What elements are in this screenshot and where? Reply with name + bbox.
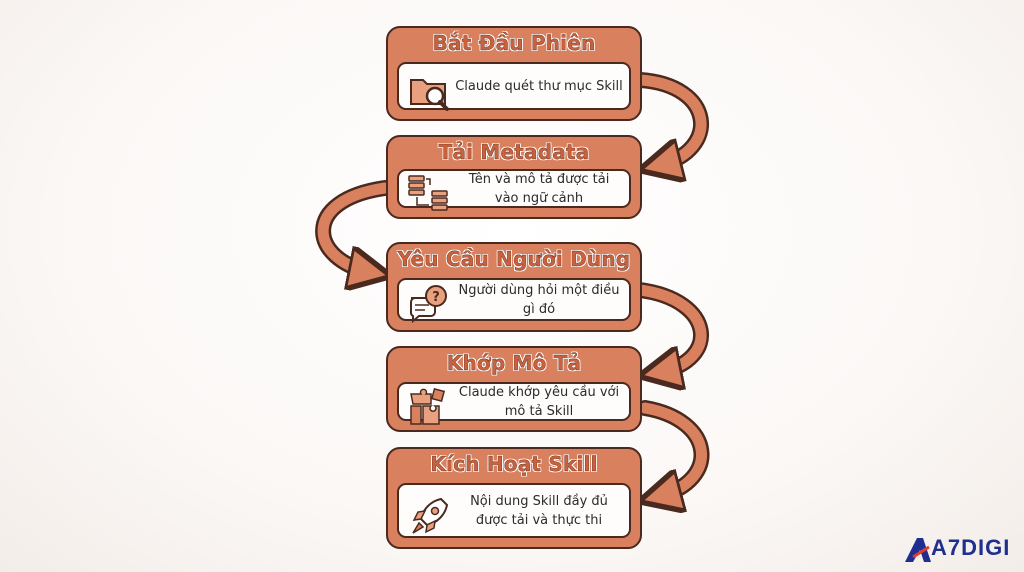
step-description: Claude quét thư mục Skill bbox=[455, 78, 623, 94]
step-description: Người dùng hỏi một điều gì đó bbox=[458, 282, 620, 317]
step-title: Khớp Mô Tả bbox=[446, 351, 582, 375]
logo-text: A7DIGI bbox=[931, 535, 1011, 560]
step-description: Nội dung Skill đầy đủ được tải và thực t… bbox=[470, 493, 608, 528]
svg-text:?: ? bbox=[432, 290, 440, 305]
speech-question-icon: ? bbox=[407, 284, 451, 326]
step-card-match-description: Khớp Mô Tả Claude khớp yêu cầu với mô tả… bbox=[386, 346, 642, 432]
database-transfer-icon bbox=[407, 173, 451, 215]
step-title: Bắt Đầu Phiên bbox=[432, 31, 596, 55]
step-card-start-session: Bắt Đầu Phiên Claude quét thư mục Skill bbox=[386, 26, 642, 121]
brand-logo: A7DIGI bbox=[903, 535, 1013, 565]
step-description: Tên và mô tả được tải vào ngữ cảnh bbox=[468, 171, 610, 206]
rocket-icon bbox=[407, 495, 451, 537]
puzzle-icon bbox=[407, 386, 451, 428]
step-card-activate-skill: Kích Hoạt Skill Nội dung Skill đầy đủ đư… bbox=[386, 447, 642, 549]
step-card-user-request: Yêu Cầu Người Dùng ? Người dùng hỏi một … bbox=[386, 242, 642, 332]
step-title: Yêu Cầu Người Dùng bbox=[397, 247, 631, 271]
folder-search-icon bbox=[407, 70, 451, 112]
step-title: Kích Hoạt Skill bbox=[430, 452, 598, 476]
step-card-load-metadata: Tải Metadata Tên và mô tả được tải vào n… bbox=[386, 135, 642, 219]
step-title: Tải Metadata bbox=[438, 140, 590, 164]
logo-mark-icon bbox=[905, 538, 931, 562]
step-description: Claude khớp yêu cầu với mô tả Skill bbox=[458, 384, 620, 419]
